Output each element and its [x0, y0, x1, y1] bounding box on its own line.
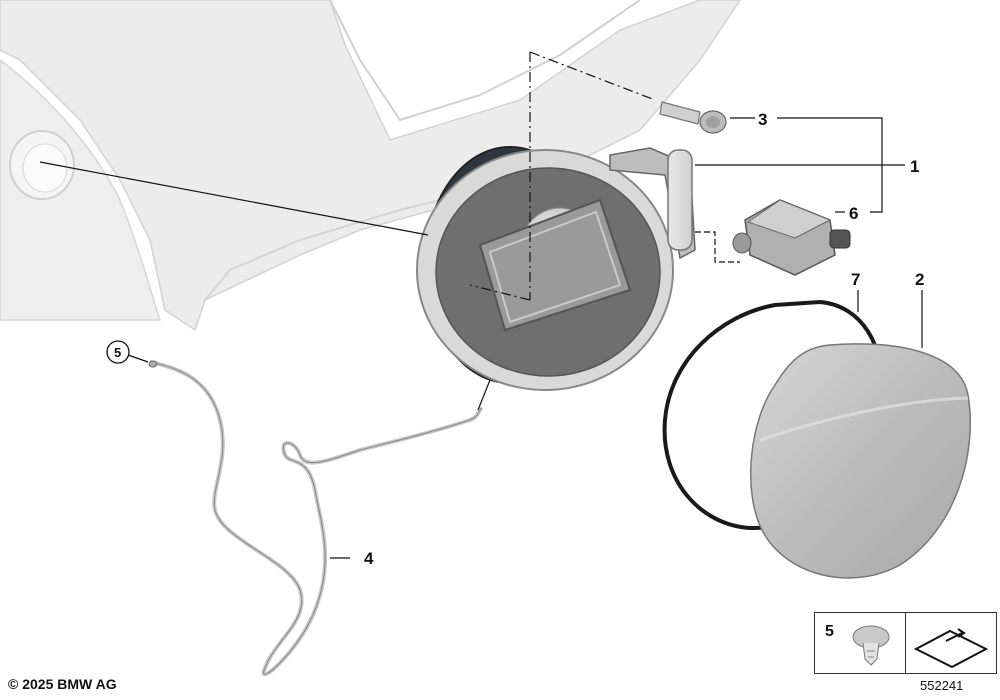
leader-line-cable-end — [477, 379, 491, 411]
bolt — [659, 101, 727, 134]
callout-5-circle — [106, 340, 130, 364]
fuel-filler-housing — [416, 146, 696, 391]
callout-5: 5 — [114, 345, 121, 360]
callout-7: 7 — [851, 270, 860, 289]
release-cable — [148, 360, 484, 677]
cross-reference-icon — [913, 628, 989, 669]
leader-line-axis-bolt — [529, 51, 656, 101]
leader-line-body-hole — [39, 161, 429, 236]
leader-lines — [39, 51, 923, 559]
callout-4: 4 — [364, 549, 374, 568]
legend-box-cross-reference — [905, 612, 997, 674]
leader-line-5 — [127, 354, 149, 363]
callout-3: 3 — [758, 110, 767, 129]
actuator — [732, 199, 851, 276]
legend-box-clip: 5 — [814, 612, 906, 674]
diagram-id: 552241 — [920, 678, 964, 693]
callout-6: 6 — [849, 204, 858, 223]
copyright-text: © 2025 BMW AG — [8, 676, 117, 692]
side-body-frame — [0, 0, 741, 332]
push-clip-icon — [852, 625, 890, 666]
callout-2: 2 — [915, 270, 924, 289]
callout-1: 1 — [910, 157, 919, 176]
legend-item-number: 5 — [825, 623, 834, 640]
leader-line-connector — [695, 231, 740, 263]
fuel-flap-cover — [749, 343, 971, 579]
